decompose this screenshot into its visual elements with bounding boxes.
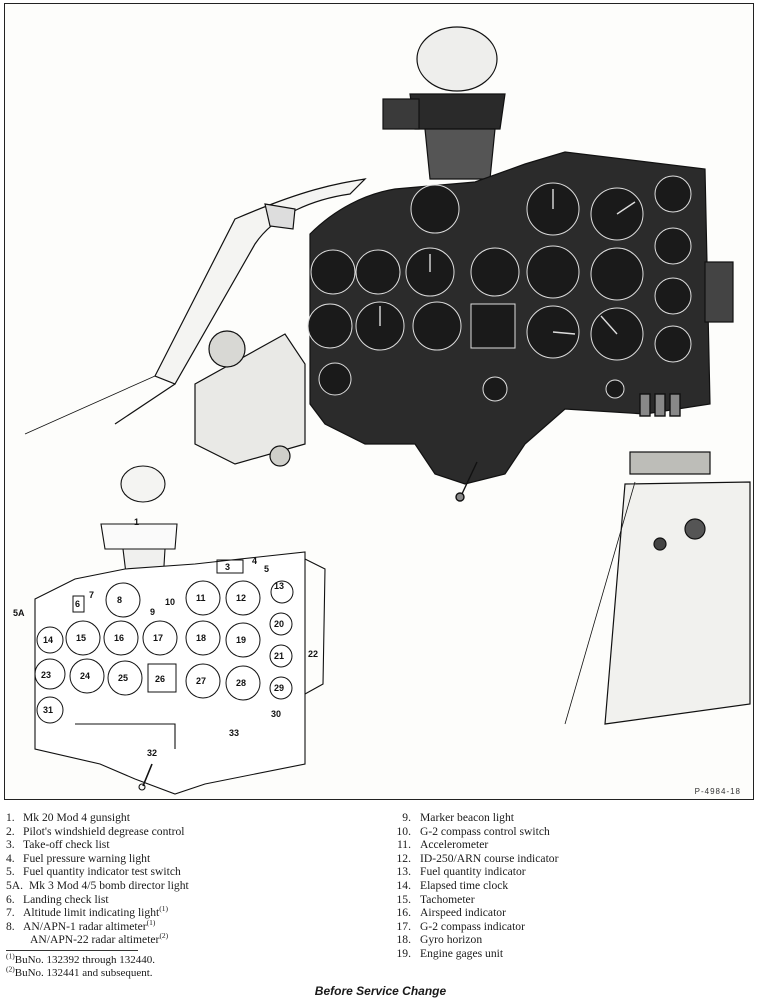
- callout-14: 14: [43, 635, 53, 645]
- callout-15: 15: [76, 633, 86, 643]
- legend-right: 9.Marker beacon light 10.G-2 compass con…: [395, 811, 755, 961]
- legend-item: 3.Take-off check list: [6, 838, 110, 852]
- callout-3: 3: [225, 562, 230, 572]
- callout-31: 31: [43, 705, 53, 715]
- callout-11: 11: [196, 593, 206, 603]
- callout-13: 13: [274, 581, 284, 591]
- callout-23: 23: [41, 670, 51, 680]
- callout-19: 19: [236, 635, 246, 645]
- legend-item: 7.Altitude limit indicating light(1): [6, 904, 168, 920]
- callout-32: 32: [147, 748, 157, 758]
- legend-item: 9.Marker beacon light: [402, 811, 515, 824]
- legend-item: 16.Airspeed indicator: [396, 906, 506, 920]
- callout-27: 27: [196, 676, 206, 686]
- callout-4: 4: [252, 556, 257, 566]
- legend-item: 8.AN/APN-1 radar altimeter(1): [6, 917, 156, 933]
- figure-code: P-4984-18: [694, 787, 741, 796]
- callout-20: 20: [274, 619, 284, 629]
- legend-item: 5.Fuel quantity indicator test switch: [6, 865, 181, 879]
- callout-30: 30: [271, 709, 281, 719]
- callout-25: 25: [118, 673, 128, 683]
- legend-item: 1.Mk 20 Mod 4 gunsight: [6, 811, 130, 824]
- callout-26: 26: [155, 674, 165, 684]
- callout-9: 9: [150, 607, 155, 617]
- legend-left: 1.Mk 20 Mod 4 gunsight 2.Pilot's windshi…: [6, 811, 376, 947]
- callout-29: 29: [274, 683, 284, 693]
- legend-item: 10.G-2 compass control switch: [396, 824, 550, 838]
- callout-5a: 5A: [13, 608, 25, 618]
- legend-item: 19.Engine gages unit: [396, 946, 504, 960]
- callout-24: 24: [80, 671, 90, 681]
- figure-caption: Before Service Change: [314, 984, 447, 998]
- callout-12: 12: [236, 593, 246, 603]
- footnotes: (1)BuNo. 132392 through 132440. (2)BuNo.…: [6, 951, 155, 981]
- callout-16: 16: [114, 633, 124, 643]
- legend-item: AN/APN-22 radar altimeter(2): [30, 931, 169, 947]
- legend-item: 2.Pilot's windshield degrease control: [6, 824, 185, 838]
- callout-5: 5: [264, 564, 269, 574]
- callout-18: 18: [196, 633, 206, 643]
- legend-item: 6.Landing check list: [6, 892, 109, 906]
- callout-1: 1: [134, 517, 139, 527]
- callout-8: 8: [117, 595, 122, 605]
- footnote-2: (2)BuNo. 132441 and subsequent.: [6, 964, 153, 980]
- legend-item: 13.Fuel quantity indicator: [396, 865, 526, 879]
- callout-10: 10: [165, 597, 175, 607]
- legend-item: 12.ID-250/ARN course indicator: [396, 851, 559, 865]
- footnote-1: (1)BuNo. 132392 through 132440.: [6, 951, 155, 966]
- callout-21: 21: [274, 651, 284, 661]
- legend-item: 4.Fuel pressure warning light: [6, 851, 151, 865]
- callout-17: 17: [153, 633, 163, 643]
- legend-item: 15.Tachometer: [396, 892, 475, 906]
- legend-item: 14.Elapsed time clock: [396, 878, 509, 892]
- callout-6: 6: [75, 599, 80, 609]
- callout-28: 28: [236, 678, 246, 688]
- callout-22: 22: [308, 649, 318, 659]
- footnote-rule: [6, 950, 138, 951]
- callout-7: 7: [89, 590, 94, 600]
- callout-33: 33: [229, 728, 239, 738]
- legend-item: 18.Gyro horizon: [396, 933, 483, 947]
- instrument-panel-figure: 1 3 4 5 5A 6 7 8 9 10 11 12 13 14 15 16 …: [4, 3, 754, 800]
- instrument-panel-illustration: 1 3 4 5 5A 6 7 8 9 10 11 12 13 14 15 16 …: [13, 26, 751, 795]
- legend-item: 5A.Mk 3 Mod 4/5 bomb director light: [6, 878, 189, 892]
- legend-item: 17.G-2 compass indicator: [396, 919, 525, 933]
- legend-item: 11.Accelerometer: [396, 838, 489, 852]
